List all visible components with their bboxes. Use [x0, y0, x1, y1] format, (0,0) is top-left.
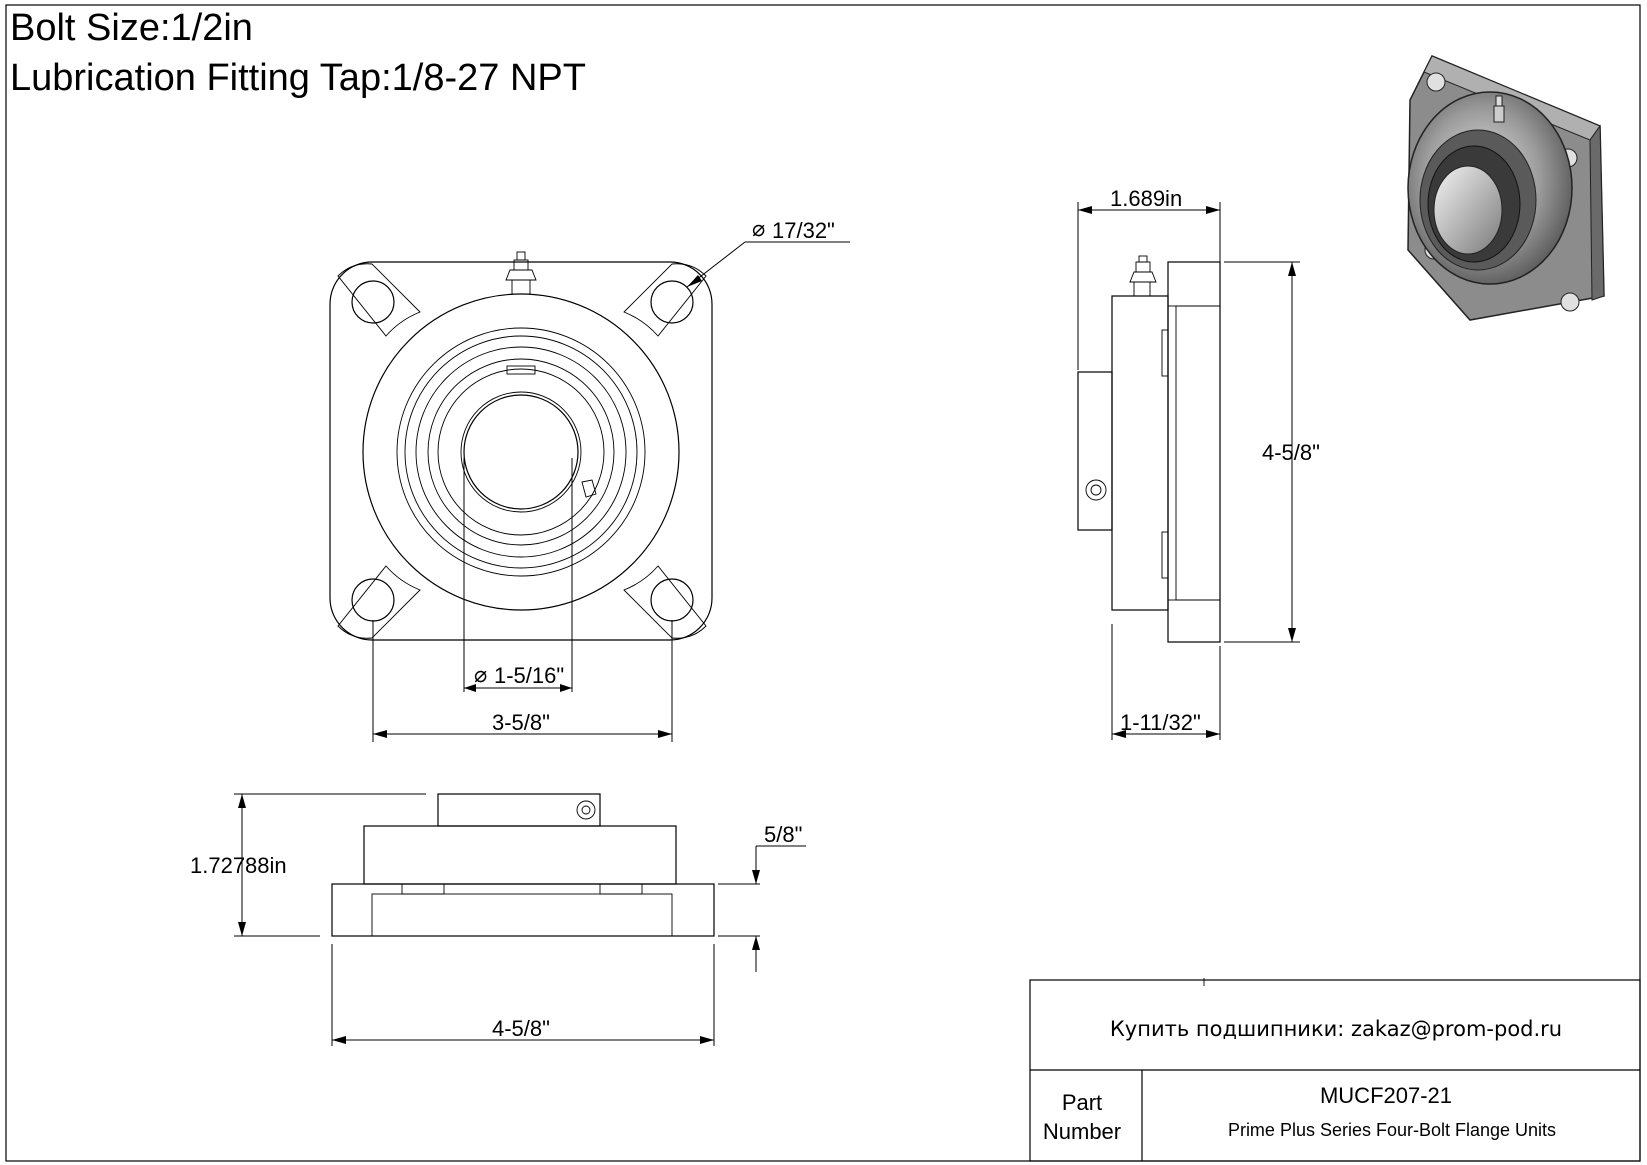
hole-diameter-label: 17/32": [772, 218, 835, 243]
part-number: MUCF207-21: [1320, 1083, 1452, 1108]
bolt-size-label: Bolt Size:1/2in: [10, 7, 253, 49]
side-width-top-label: 1.689in: [1110, 186, 1182, 211]
bore-diameter-label: 1-5/16": [494, 663, 564, 688]
bottom-flange: [331, 883, 715, 937]
iso-view: [1407, 55, 1605, 321]
front-view: ⌀ 17/32" ⌀ 1-5/16" 3-5/8": [329, 216, 850, 742]
bottom-height-label: 1.72788in: [190, 853, 287, 878]
flange-outline: [329, 261, 713, 641]
side-view: 1.689in 4-5/8" 1-11/32": [1077, 186, 1320, 740]
side-height-label: 4-5/8": [1262, 440, 1320, 465]
bolt-spacing-label: 3-5/8": [492, 710, 550, 735]
bore: [463, 394, 579, 510]
housing-ring-outer: [362, 293, 680, 611]
bottom-view: 1.72788in 5/8" 4-5/8": [190, 793, 806, 1046]
contact-label: Купить подшипники: zakaz@prom-pod.ru: [1110, 1017, 1562, 1041]
part-label-line2: Number: [1043, 1119, 1121, 1144]
side-width-bottom-label: 1-11/32": [1120, 710, 1201, 735]
flange-thickness-label: 5/8": [764, 822, 802, 847]
side-collar: [1077, 371, 1113, 531]
diameter-icon: ⌀: [474, 662, 487, 687]
sheet-border: [5, 4, 1641, 1162]
bottom-width-label: 4-5/8": [492, 1016, 550, 1041]
part-label-line1: Part: [1062, 1090, 1102, 1115]
lubrication-label: Lubrication Fitting Tap:1/8-27 NPT: [10, 57, 586, 99]
diameter-icon: ⌀: [752, 216, 765, 241]
bolt-hole-tl: [351, 280, 395, 324]
bolt-hole-tr: [650, 280, 694, 324]
bolt-hole-br: [650, 578, 694, 622]
part-description: Prime Plus Series Four-Bolt Flange Units: [1228, 1120, 1556, 1140]
grease-fitting: [505, 251, 537, 295]
title-block: Купить подшипники: zakaz@prom-pod.ru Par…: [1029, 978, 1641, 1162]
